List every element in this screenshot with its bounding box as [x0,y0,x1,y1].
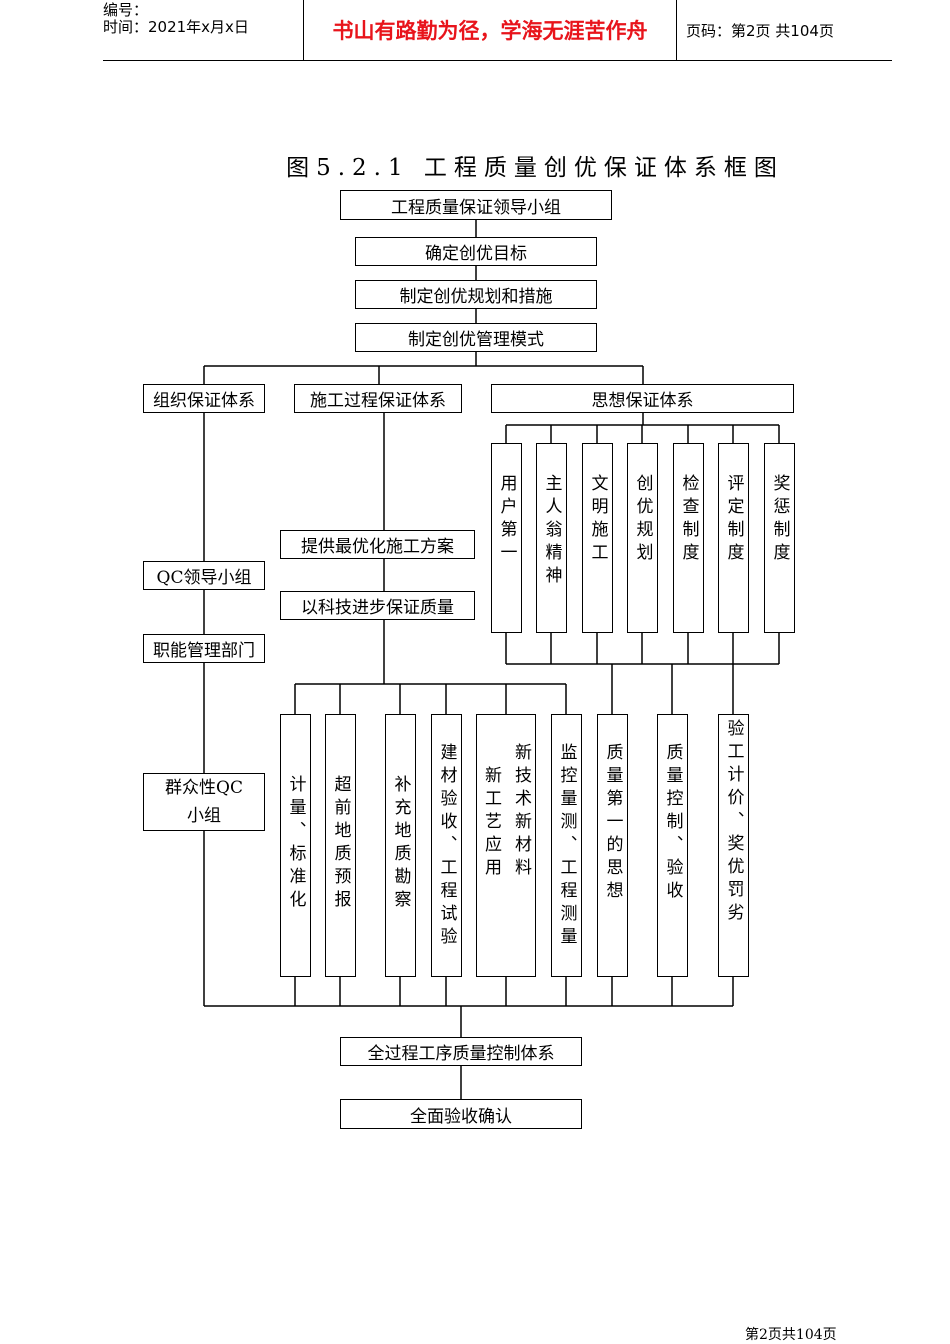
thought-item: 奖惩制度 [764,443,795,633]
thought-item: 检查制度 [673,443,704,633]
tech-progress-box: 以科技进步保证质量 [280,591,475,620]
header-divider [103,60,892,61]
bottom-item: 质量控制、验收 [657,714,688,977]
set-goal-box: 确定创优目标 [355,237,597,266]
bottom-item: 超前地质预报 [325,714,356,977]
thought-item: 评定制度 [718,443,749,633]
new-tech-box: 新工艺应用新技术新材料 [476,714,536,977]
process-control-system-box: 全过程工序质量控制体系 [340,1037,582,1066]
bottom-item: 质量第一的思想 [597,714,628,977]
bottom-item: 验工计价、奖优罚劣 [718,714,749,977]
bottom-item: 建材验收、工程试验 [431,714,462,977]
footer-page-number: 第2页共104页 [745,1327,837,1343]
bottom-item: 补充地质勘察 [385,714,416,977]
planning-box: 制定创优规划和措施 [355,280,597,309]
diagram-title: 图5.2.1 工程质量创优保证体系框图 [286,155,784,181]
functional-dept-box: 职能管理部门 [143,634,265,663]
bottom-item: 监控量测、工程测量 [551,714,582,977]
doc-number-label: 编号： [103,1,149,19]
quality-leadership-group: 工程质量保证领导小组 [340,190,612,220]
thought-item: 文明施工 [582,443,613,633]
header-page-info: 页码：第2页 共104页 [686,21,834,40]
organization-guarantee-box: 组织保证体系 [143,384,265,413]
construction-guarantee-box: 施工过程保证体系 [294,384,462,413]
doc-time-label: 时间：2021年x月x日 [103,18,249,36]
bottom-item: 计量、标准化 [280,714,311,977]
thought-guarantee-box: 思想保证体系 [491,384,794,413]
thought-item: 主人翁精神 [536,443,567,633]
header-left: 编号： 时间：2021年x月x日 [103,0,303,62]
header-motto: 书山有路勤为径，学海无涯苦作舟 [303,0,677,60]
qc-leadership-box: QC领导小组 [143,561,265,590]
final-acceptance-box: 全面验收确认 [340,1099,582,1129]
management-mode-box: 制定创优管理模式 [355,323,597,352]
mass-qc-group-box: 群众性QC小组 [143,773,265,831]
thought-item: 用户第一 [491,443,522,633]
thought-item: 创优规划 [627,443,658,633]
optimal-plan-box: 提供最优化施工方案 [280,530,475,559]
